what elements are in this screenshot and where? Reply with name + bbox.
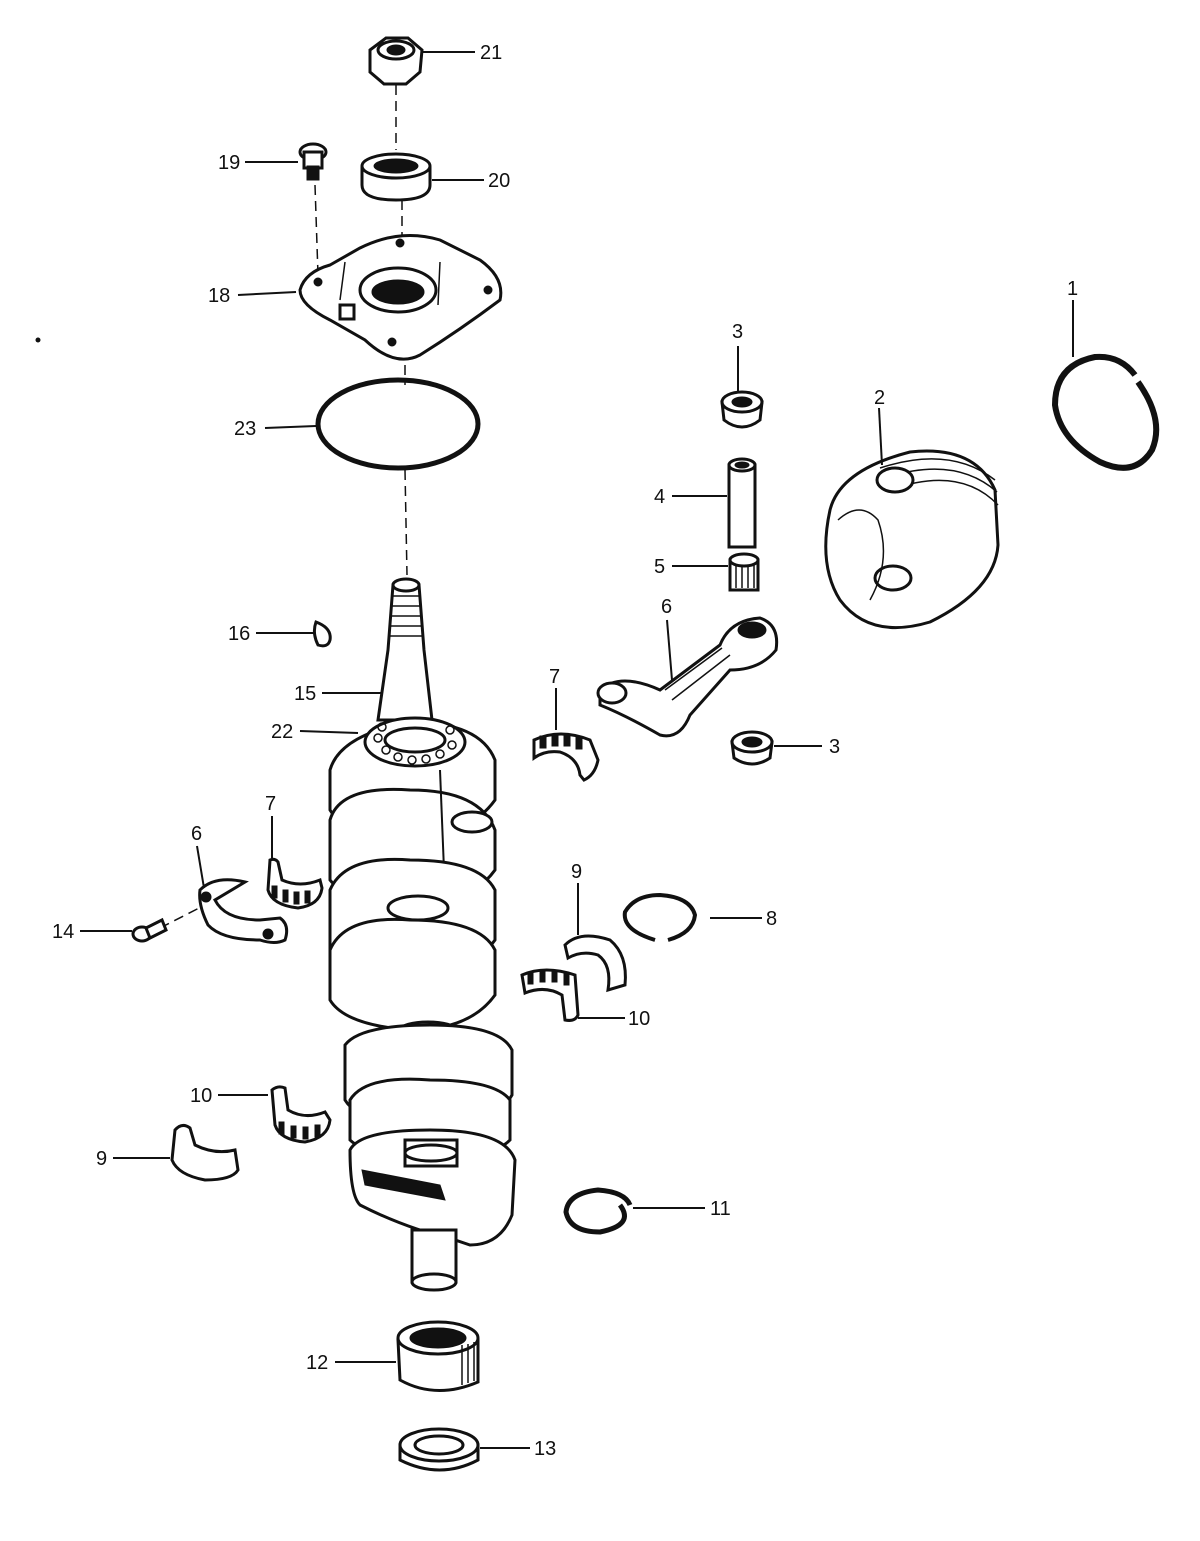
part-10-needle-cage-right: [520, 968, 580, 1022]
part-10-needle-cage-left: [270, 1085, 332, 1144]
part-11-retaining-ring: [563, 1187, 633, 1235]
part-6-connecting-rod: [596, 616, 779, 738]
callout-18: 18: [208, 285, 230, 307]
callout-6-rod: 6: [661, 596, 672, 618]
callout-23: 23: [234, 418, 256, 440]
part-5-needle-bearing: [728, 552, 760, 592]
part-21-hex-nut: [368, 36, 424, 86]
callout-20: 20: [488, 170, 510, 192]
callout-12: 12: [306, 1352, 328, 1374]
part-18-end-cap: [298, 234, 503, 361]
callout-10-right: 10: [628, 1008, 650, 1030]
part-20-seal: [360, 152, 432, 202]
callout-14: 14: [52, 921, 74, 943]
part-12-roller-bearing: [396, 1320, 480, 1392]
center-axis-lines: [159, 85, 408, 929]
part-13-seal: [398, 1427, 480, 1472]
callout-5: 5: [654, 556, 665, 578]
callout-4: 4: [654, 486, 665, 508]
stray-mark: [35, 337, 41, 343]
part-3-bearing-cup-top: [720, 390, 764, 429]
callout-9-left: 9: [96, 1148, 107, 1170]
callout-19: 19: [218, 152, 240, 174]
part-19-screw: [298, 142, 328, 181]
callout-6-cap: 6: [191, 823, 202, 845]
part-23-o-ring: [315, 377, 481, 471]
part-9-race-half-left: [170, 1123, 240, 1182]
callout-7-upper: 7: [549, 666, 560, 688]
callout-21: 21: [480, 42, 502, 64]
callout-7-left: 7: [265, 793, 276, 815]
part-15-crankshaft: [328, 577, 517, 1292]
part-2-piston: [824, 449, 1000, 630]
leader-lines: [80, 51, 1074, 1449]
part-9-race-half-right: [563, 934, 627, 993]
part-4-wrist-pin: [727, 457, 757, 549]
callout-3-lower: 3: [829, 736, 840, 758]
callout-15: 15: [294, 683, 316, 705]
part-6-rod-cap: [198, 878, 289, 944]
part-1-piston-ring: [1051, 353, 1160, 471]
callout-10-left: 10: [190, 1085, 212, 1107]
part-14-cap-screw: [131, 917, 168, 943]
callout-3-top: 3: [732, 321, 743, 343]
callout-8: 8: [766, 908, 777, 930]
callout-9-right: 9: [571, 861, 582, 883]
callout-1: 1: [1067, 278, 1078, 300]
callout-22: 22: [271, 721, 293, 743]
callout-2: 2: [874, 387, 885, 409]
part-7-needle-cage-upper: [532, 732, 600, 782]
callout-13: 13: [534, 1438, 556, 1460]
callout-labels: 21 20 19 18 23 1 2 3 4 5 6 7 3 16 15 22 …: [52, 42, 1078, 1460]
part-8-retaining-ring: [622, 892, 698, 942]
part-22-ball-bearing: [363, 716, 467, 768]
part-16-woodruff-key: [312, 620, 332, 648]
callout-11: 11: [710, 1198, 731, 1220]
callout-16: 16: [228, 623, 250, 645]
part-3-bearing-cup-lower: [730, 730, 774, 766]
part-7-needle-cage-left: [266, 857, 324, 910]
